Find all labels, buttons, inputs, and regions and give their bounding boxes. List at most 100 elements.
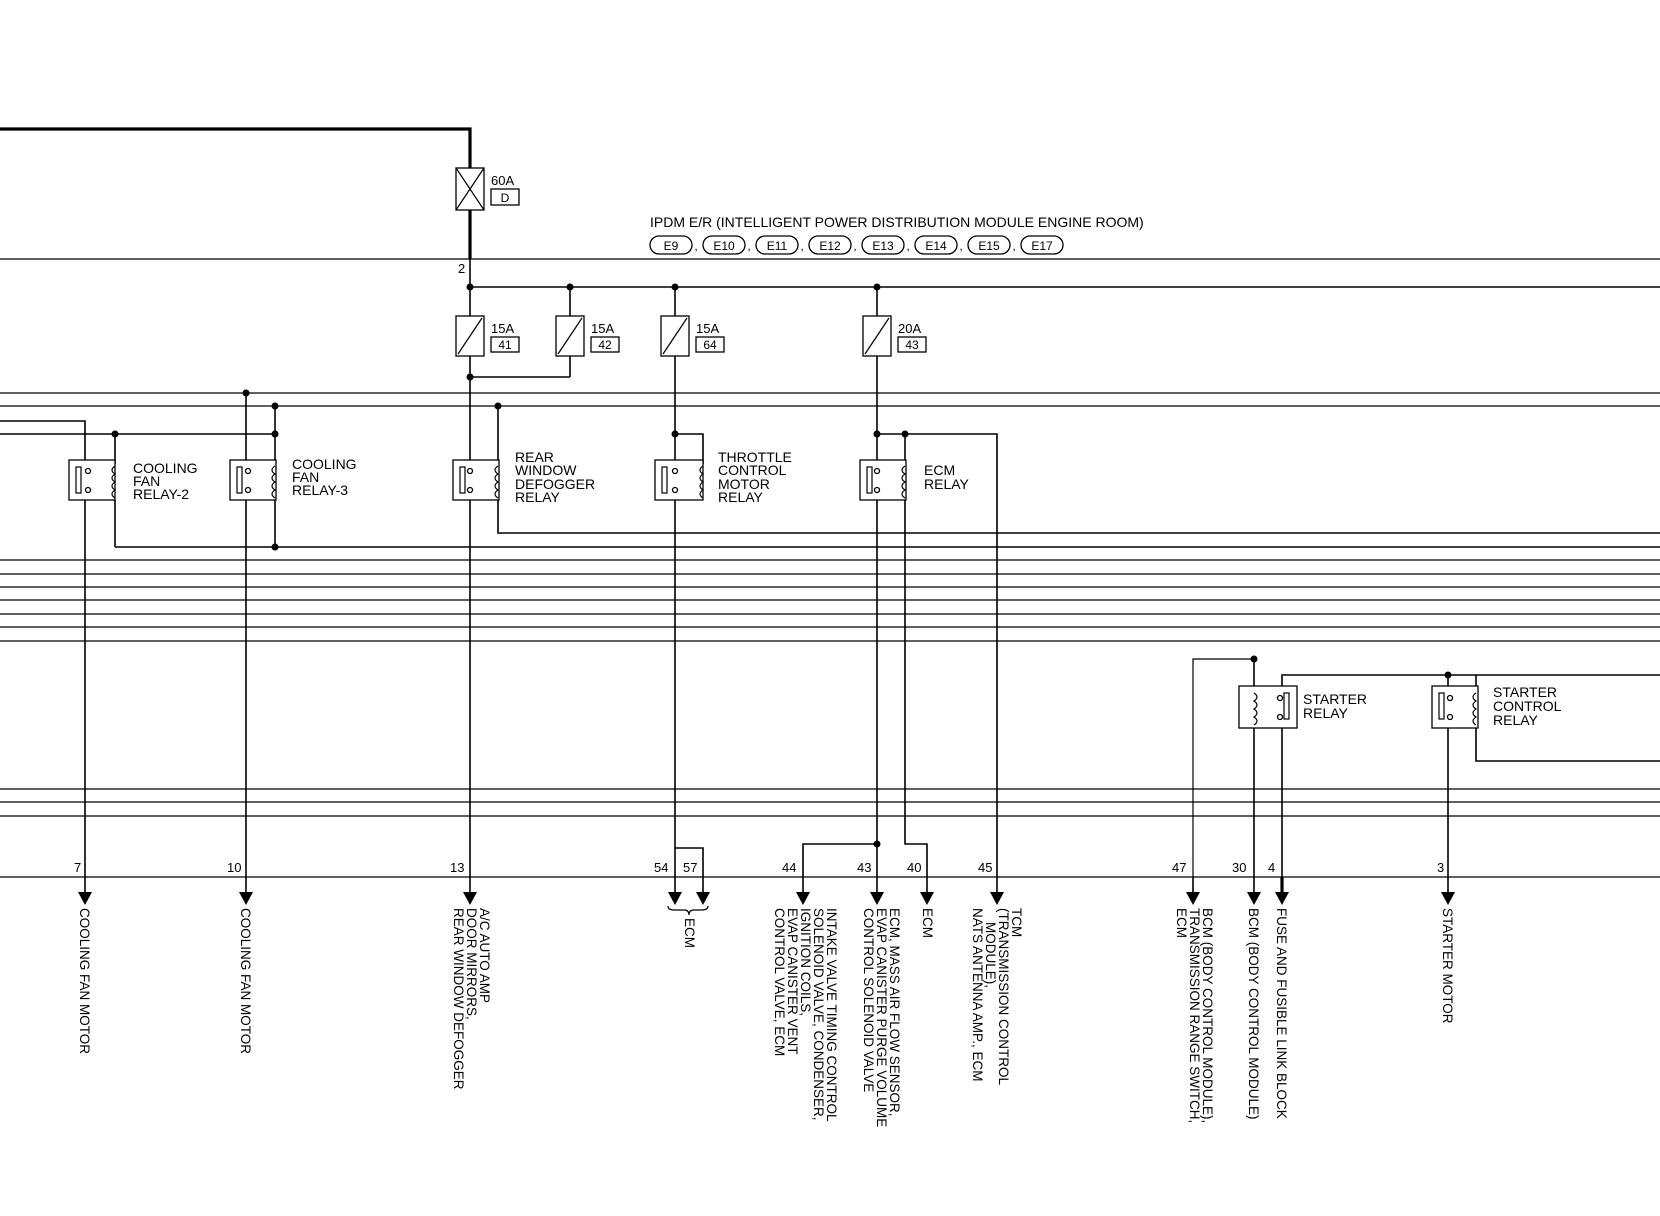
fuse-64-amp: 15A: [696, 321, 719, 336]
relay-2-line-3: RELAY-3: [292, 482, 348, 498]
dest-pin47-line-2: TRANSMISSION RANGE SWITCH,: [1187, 908, 1202, 1123]
relay-6-line-2: RELAY: [1303, 705, 1349, 721]
fuse-43-amp: 20A: [898, 321, 921, 336]
relay-cooling-fan-3: COOLING FAN RELAY-3: [229, 456, 357, 551]
dest-pin44-line-2: SOLENOID VALVE, CONDENSER,: [811, 908, 826, 1121]
relay-rear-window-defogger: REAR WINDOW DEFOGGER RELAY: [452, 377, 1660, 534]
dest-pin47-line-3: ECM: [1174, 908, 1189, 938]
ipdm-header: IPDM E/R (INTELLIGENT POWER DISTRIBUTION…: [649, 214, 1144, 255]
destination-labels: COOLING FAN MOTOR COOLING FAN MOTOR A/C …: [77, 908, 1455, 1127]
pin-57: 57: [683, 860, 697, 875]
dest-pin44-line-4: EVAP CANISTER VENT: [785, 908, 800, 1055]
connector-e14: E14: [925, 239, 947, 253]
dest-pin43-line-2: EVAP CANISTER PURGE VOLUME: [874, 908, 889, 1127]
connector-row: E9 E10 E11 E12 E13 E14 E15 E17 , , , , ,…: [649, 235, 1064, 255]
output-wires: [84, 500, 1449, 877]
relay-starter: STARTER RELAY: [1192, 655, 1452, 877]
fuse-41-42-junction: [466, 356, 571, 381]
fuse-42-amp: 15A: [591, 321, 614, 336]
pin-47: 47: [1172, 860, 1186, 875]
relay-1-line-3: RELAY-2: [133, 486, 189, 502]
connector-e9: E9: [664, 239, 679, 253]
pin-44: 44: [782, 860, 796, 875]
relay-7-line-3: RELAY: [1493, 712, 1539, 728]
dest-cooling-fan-motor-2: COOLING FAN MOTOR: [238, 908, 253, 1054]
connector-e11: E11: [767, 239, 788, 253]
input-pin: 2: [458, 261, 465, 276]
cooling-fan-feeds: [0, 393, 279, 464]
dest-pin44-line-5: CONTROL VALVE, ECM: [772, 908, 787, 1056]
dest-pin4-fuse-block: FUSE AND FUSIBLE LINK BLOCK: [1274, 908, 1289, 1119]
svg-text:,: ,: [906, 239, 909, 253]
relay-4-line-4: RELAY: [718, 489, 764, 505]
pin-54: 54: [654, 860, 668, 875]
relay-3-line-2: WINDOW: [515, 462, 577, 478]
ipdm-title: IPDM E/R (INTELLIGENT POWER DISTRIBUTION…: [650, 214, 1144, 230]
relay-7-line-2: CONTROL: [1493, 698, 1562, 714]
dest-pin43-line-3: CONTROL SOLENOID VALVE: [861, 908, 876, 1092]
main-fuse-id: D: [501, 191, 510, 205]
relay-4-line-2: CONTROL: [718, 462, 787, 478]
dest-pin43-line-1: ECM, MASS AIR FLOW SENSOR,: [887, 908, 902, 1117]
fuse-64: 15A 64: [660, 287, 725, 357]
output-pins: 7 10 13 54 57 44 43 40 45 47 30 4 3: [74, 860, 1455, 905]
dest-ecm-group: ECM: [682, 918, 697, 948]
relay-starter-control: STARTER CONTROL RELAY: [1431, 674, 1660, 762]
pin-40: 40: [907, 860, 921, 875]
pin-30: 30: [1232, 860, 1246, 875]
ecm-brace: [667, 905, 709, 916]
relay-1-line-2: FAN: [133, 473, 160, 489]
dest-ac-auto-amp: A/C AUTO AMP: [477, 908, 492, 1003]
main-fusible-link: 60A D: [455, 167, 520, 211]
relay-3-line-4: RELAY: [515, 489, 561, 505]
pin-7: 7: [74, 860, 81, 875]
pin-10: 10: [227, 860, 241, 875]
dest-pin44-line-3: IGNITION COILS,: [798, 908, 813, 1016]
dest-rear-window-defogger: REAR WINDOW DEFOGGER: [451, 908, 466, 1090]
fuse-42: 15A 42: [555, 287, 620, 357]
dest-pin3-starter-motor: STARTER MOTOR: [1440, 908, 1455, 1024]
connector-e10: E10: [713, 239, 735, 253]
svg-text:,: ,: [853, 239, 856, 253]
relay-cooling-fan-2: COOLING FAN RELAY-2: [68, 459, 1660, 548]
dest-pin47-line-1: BCM (BODY CONTROL MODULE),: [1200, 908, 1215, 1123]
pin-43: 43: [857, 860, 871, 875]
dest-door-mirrors: DOOR MIRRORS,: [464, 908, 479, 1020]
fuse-41: 15A 41: [455, 287, 520, 357]
svg-text:,: ,: [1012, 239, 1015, 253]
svg-text:,: ,: [959, 239, 962, 253]
battery-feed: [0, 127, 472, 244]
dest-cooling-fan-motor-1: COOLING FAN MOTOR: [77, 908, 92, 1054]
connector-e15: E15: [978, 239, 1000, 253]
dest-pin45-line-1: TCM: [1009, 908, 1024, 937]
svg-text:,: ,: [747, 239, 750, 253]
dest-pin44-line-1: INTAKE VALVE TIMING CONTROL: [824, 908, 839, 1122]
fuse-43: 20A 43: [862, 287, 927, 357]
relay-3-line-3: DEFOGGER: [515, 476, 595, 492]
connector-e17: E17: [1031, 239, 1053, 253]
dest-pin45-line-2: (TRANSMISSION CONTROL: [996, 908, 1011, 1086]
dest-pin45-line-3: MODULE),: [983, 922, 998, 988]
relay-2-line-1: COOLING: [292, 456, 357, 472]
connector-e13: E13: [872, 239, 894, 253]
dest-pin45-line-4: NATS ANTENNA AMP., ECM: [970, 908, 985, 1082]
relay-5-line-2: RELAY: [924, 476, 970, 492]
dest-pin40-ecm: ECM: [920, 908, 935, 938]
relay-3-line-1: REAR: [515, 449, 554, 465]
relay-5-line-1: ECM: [924, 462, 955, 478]
relay-7-line-1: STARTER: [1493, 684, 1557, 700]
fuse-43-number: 43: [905, 338, 919, 352]
dest-pin30-bcm: BCM (BODY CONTROL MODULE): [1246, 908, 1261, 1120]
relay-2-line-2: FAN: [292, 469, 319, 485]
relay-throttle-control-motor: THROTTLE CONTROL MOTOR RELAY: [654, 356, 792, 505]
internal-bus: [466, 259, 1660, 291]
connector-e12: E12: [819, 239, 841, 253]
module-border: [0, 258, 1660, 878]
relay-ecm: ECM RELAY: [859, 356, 998, 877]
fuse-42-number: 42: [598, 338, 612, 352]
pin-4: 4: [1268, 860, 1275, 875]
main-fuse-amp: 60A: [491, 173, 514, 188]
fuse-41-amp: 15A: [491, 321, 514, 336]
pin-45: 45: [978, 860, 992, 875]
svg-text:,: ,: [694, 239, 697, 253]
